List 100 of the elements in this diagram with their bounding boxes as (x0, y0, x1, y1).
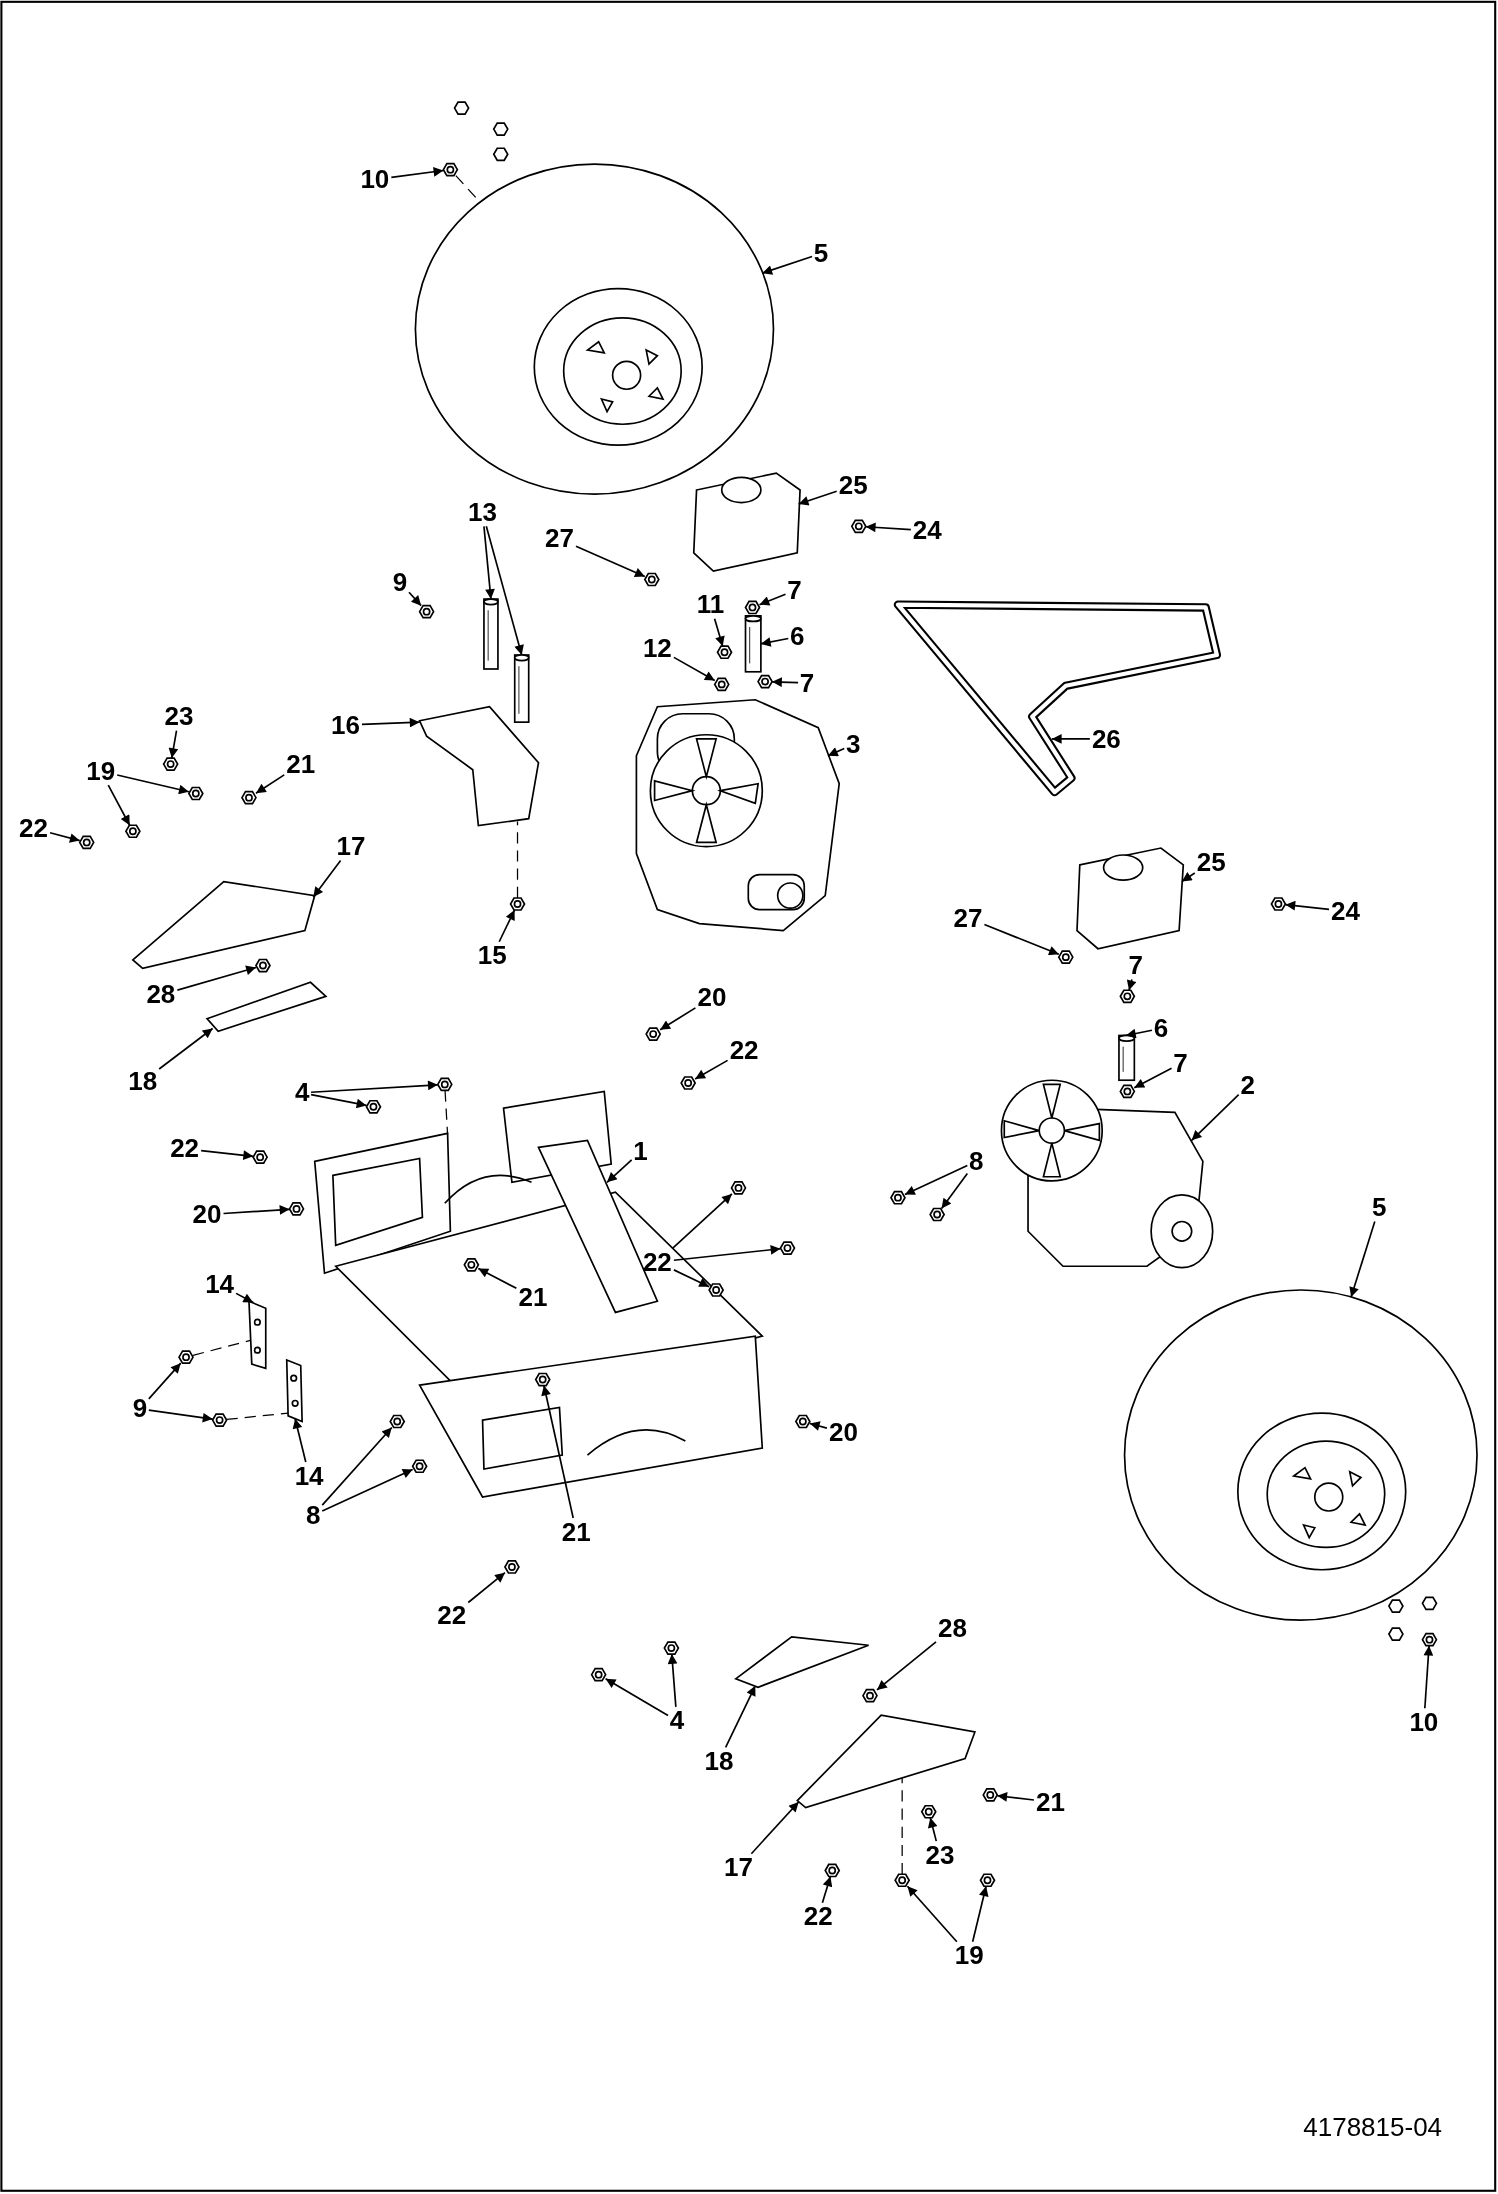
callout-number: 27 (951, 903, 985, 932)
leader-line (797, 490, 838, 506)
callout-number: 17 (722, 1853, 755, 1882)
callout-number: 28 (144, 980, 178, 1009)
fastener-icon (779, 1241, 796, 1255)
callout-number: 5 (1369, 1193, 1389, 1222)
leader-line (498, 909, 516, 943)
callout-number: 8 (304, 1500, 323, 1529)
leader-line (750, 1801, 800, 1855)
drawing-number: 4178815-04 (1303, 2112, 1443, 2143)
fastener-icon (411, 1459, 428, 1474)
leader-line (821, 1875, 833, 1904)
callout-number: 19 (952, 1941, 986, 1970)
pin-drawing (483, 598, 499, 670)
fastener-icon (509, 897, 526, 911)
callout-number: 22 (640, 1247, 674, 1276)
fastener-icon (850, 519, 867, 534)
callout-number: 14 (292, 1461, 326, 1490)
leader-line (771, 677, 799, 688)
fastener-icon (1421, 1632, 1438, 1647)
leader-line (758, 593, 787, 606)
leader-line (361, 717, 421, 728)
callout-number: 18 (702, 1746, 736, 1775)
callout-number: 7 (797, 668, 817, 697)
leader-line (200, 1149, 254, 1161)
leader-line (673, 656, 716, 682)
callout-number: 27 (543, 524, 576, 553)
callout-number: 9 (390, 567, 410, 596)
callout-number: 23 (162, 702, 196, 731)
pin-drawing (1118, 1034, 1136, 1082)
leader-line (604, 1677, 669, 1717)
leader-line (390, 166, 445, 179)
leader-line (864, 522, 912, 533)
callout-number: 20 (190, 1200, 224, 1229)
leader-line (1126, 978, 1137, 992)
callout-number: 7 (785, 576, 804, 605)
fastener-icon (979, 1873, 996, 1888)
callout-number: 22 (801, 1902, 835, 1931)
spacer-plate-drawing (733, 1636, 870, 1689)
leader-line (477, 1267, 518, 1290)
leader-line (724, 1685, 757, 1749)
callout-number: 8 (967, 1146, 986, 1175)
leader-line (667, 1653, 678, 1708)
callout-number: 25 (836, 471, 870, 500)
spacer-plate-drawing (205, 981, 328, 1033)
callout-number: 12 (640, 633, 674, 662)
leader-line (927, 1816, 938, 1842)
leader-line (827, 747, 846, 757)
callout-number: 21 (516, 1282, 550, 1311)
leader-line (1181, 872, 1196, 883)
callout-number: 28 (936, 1614, 969, 1643)
leader-line (906, 1885, 958, 1943)
callout-number: 24 (1329, 896, 1362, 925)
fastener-icon (708, 1283, 725, 1297)
callout-number: 4 (292, 1078, 312, 1107)
leader-line (659, 1007, 697, 1031)
leader-line (1051, 734, 1091, 744)
fastener-icon (794, 1414, 811, 1429)
fastener-icon (255, 958, 271, 973)
callout-number: 25 (1194, 847, 1228, 876)
pin-drawing (513, 654, 530, 723)
callout-number: 16 (329, 710, 362, 739)
fastener-icon (744, 600, 761, 615)
leader-line (606, 1158, 633, 1184)
leader-line (485, 525, 524, 656)
callout-number: 1 (631, 1137, 650, 1166)
leader-line (541, 1384, 574, 1519)
fastener-icon (1270, 897, 1287, 911)
leader-line (235, 1292, 254, 1304)
engine-drawing (635, 698, 841, 932)
callout-number: 9 (130, 1394, 150, 1423)
leader-line (255, 774, 286, 795)
fastener-icon (757, 674, 774, 689)
fastener-icon (365, 1099, 382, 1114)
assembly-centerline (192, 1339, 251, 1356)
leader-line (876, 1641, 937, 1691)
leader-line (408, 591, 422, 607)
callout-number: 10 (358, 165, 392, 194)
fastener-icon (590, 1667, 607, 1682)
callout-number: 7 (1126, 951, 1145, 980)
callout-number: 22 (17, 814, 50, 842)
leader-line (49, 831, 81, 843)
leader-line (971, 1885, 989, 1943)
callout-number: 20 (826, 1418, 860, 1447)
callout-number: 26 (1089, 724, 1123, 753)
leader-line (312, 859, 342, 898)
callout-number: 13 (466, 497, 499, 526)
callout-number: 18 (126, 1067, 160, 1096)
leader-line (713, 617, 725, 648)
leader-line (940, 1172, 969, 1210)
fastener-icon (680, 1076, 697, 1090)
callout-number: 2 (1238, 1071, 1257, 1100)
fastener-icon (982, 1788, 999, 1802)
callout-number: 4 (667, 1706, 687, 1735)
leader-line (673, 1269, 710, 1288)
leader-line (116, 774, 190, 795)
fastener-icon (643, 572, 660, 587)
callout-number: 21 (284, 749, 318, 778)
fastener-icon (862, 1688, 878, 1703)
fastener-icon (178, 1350, 194, 1364)
